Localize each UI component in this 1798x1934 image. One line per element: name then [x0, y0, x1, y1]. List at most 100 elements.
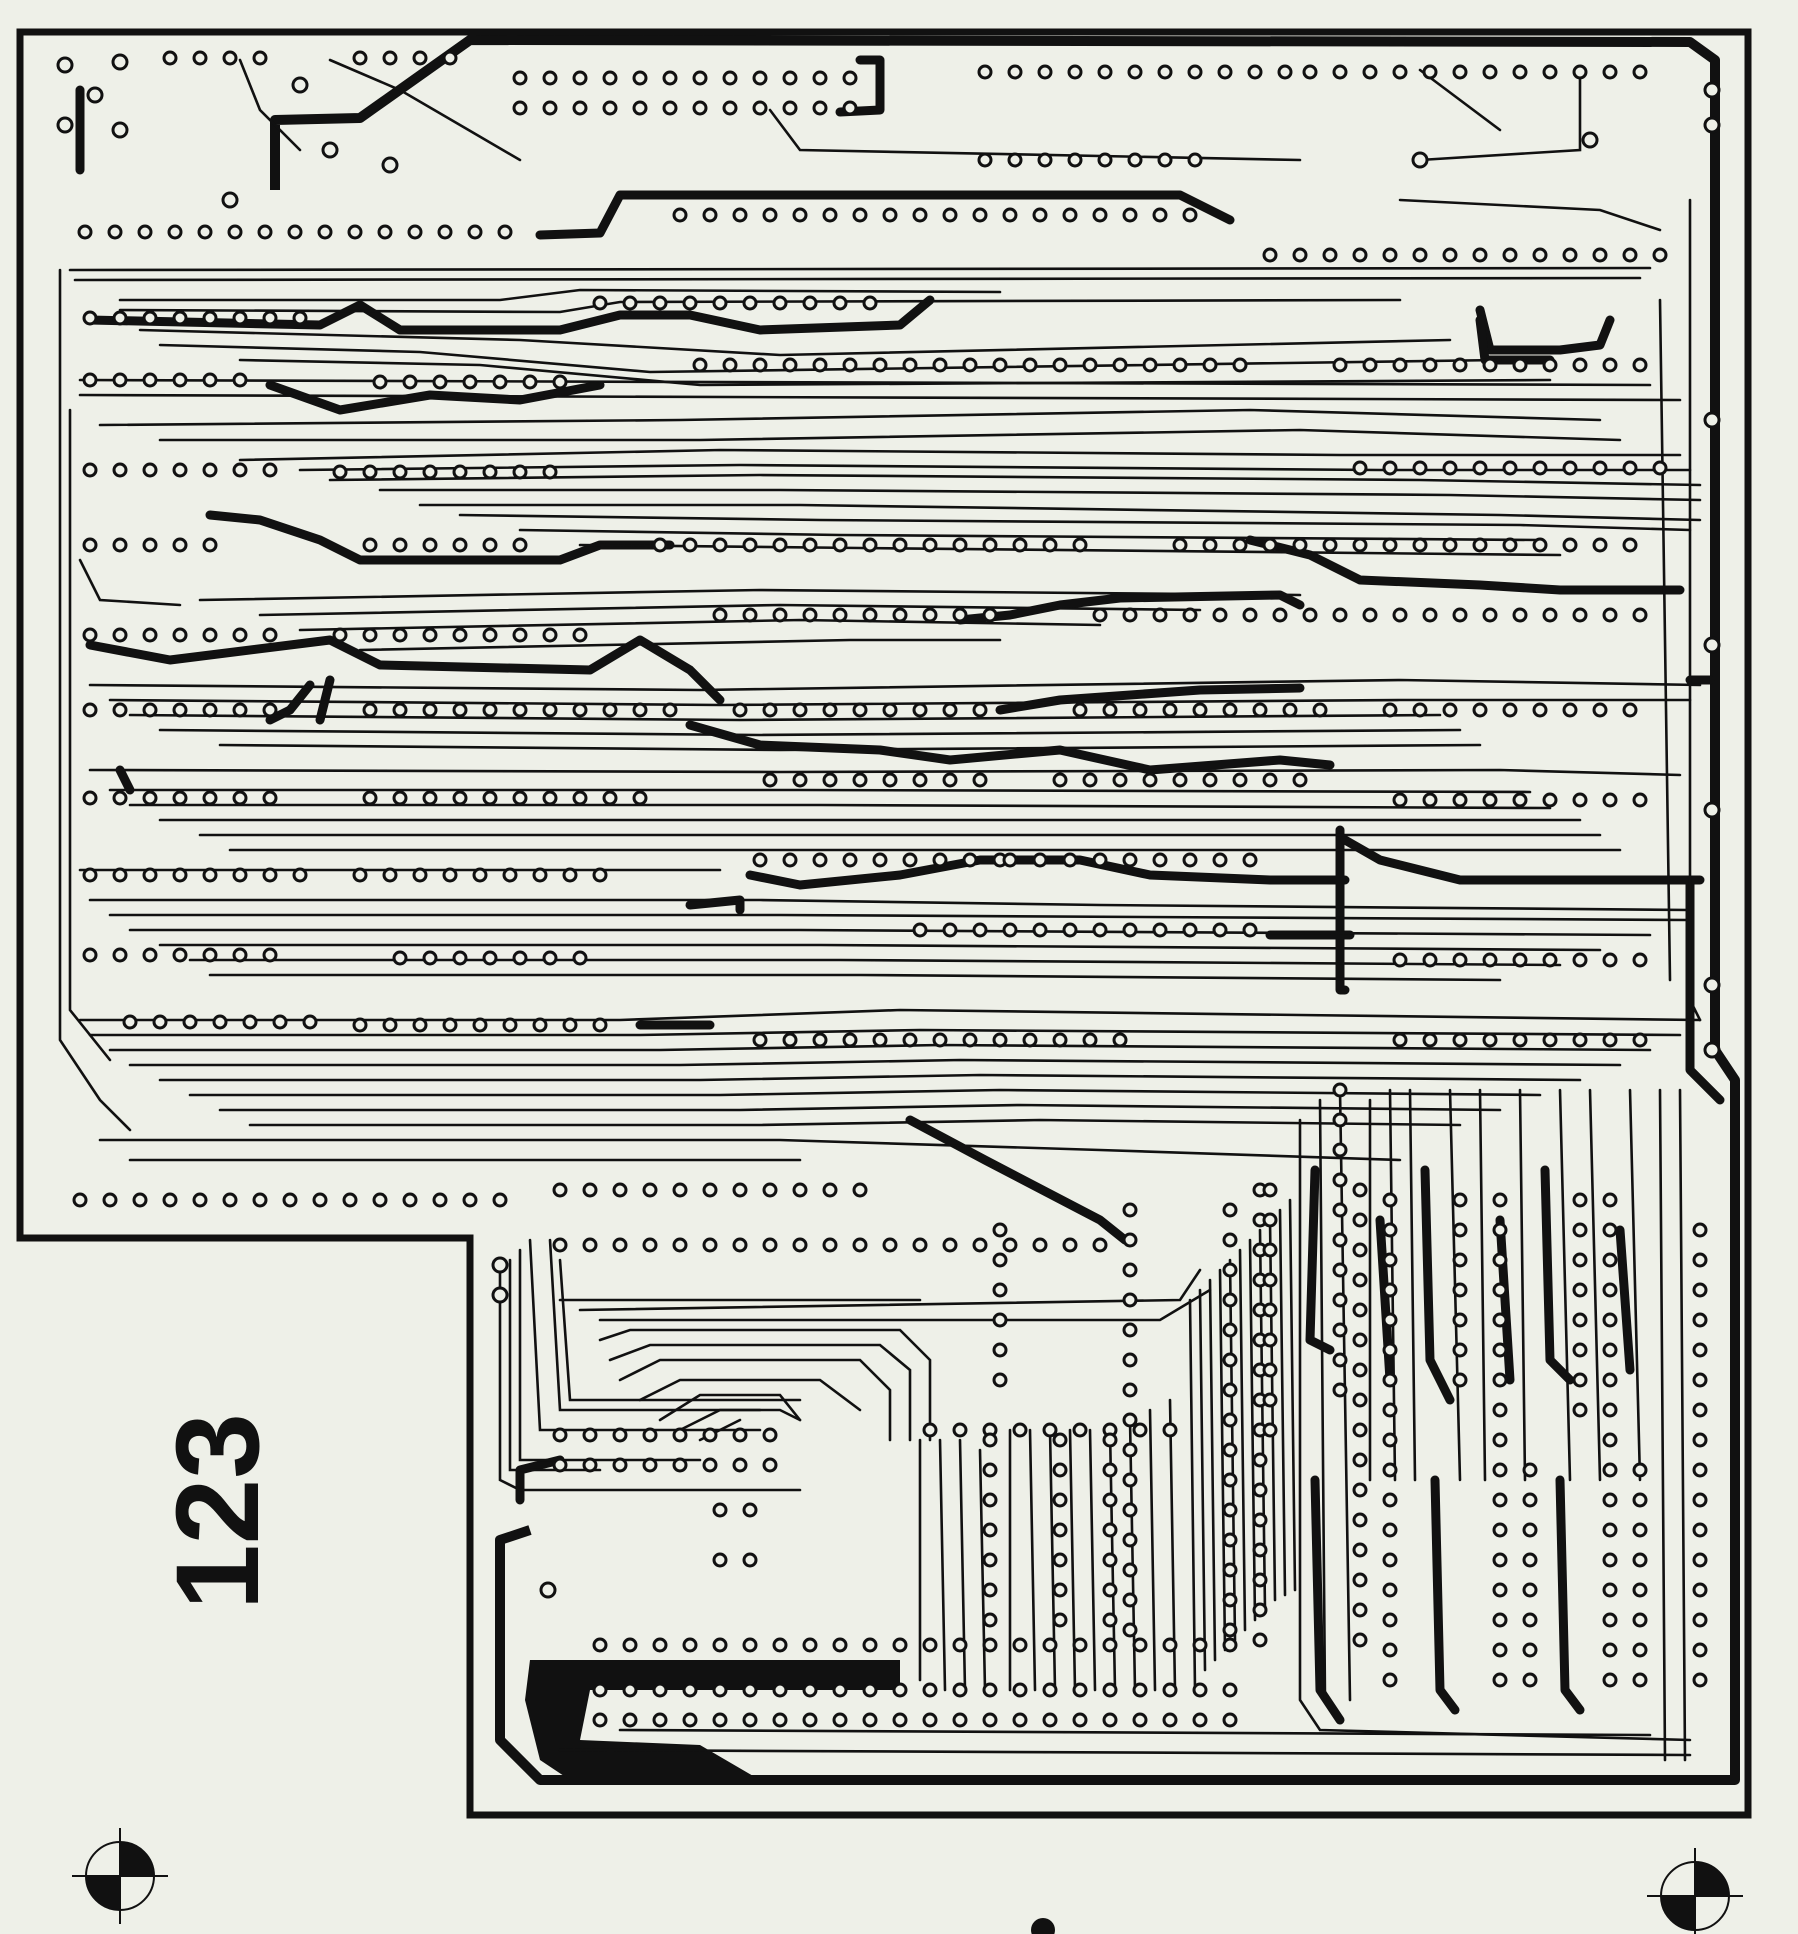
pad: [497, 224, 513, 240]
pad: [292, 310, 308, 326]
pad: [1097, 64, 1113, 80]
pad: [542, 790, 558, 806]
pad: [1112, 772, 1128, 788]
pad: [1112, 1032, 1128, 1048]
pad: [1632, 792, 1648, 808]
pad: [1452, 1312, 1468, 1328]
pad: [1602, 1492, 1618, 1508]
pad: [1382, 1642, 1398, 1658]
pad: [642, 1457, 658, 1473]
pad: [1542, 792, 1558, 808]
pad: [1452, 792, 1468, 808]
pad: [1382, 537, 1398, 553]
pad: [317, 224, 333, 240]
pad: [712, 1552, 728, 1568]
pad: [1492, 1612, 1508, 1628]
pad: [122, 1014, 138, 1030]
pad: [392, 950, 408, 966]
pad: [392, 790, 408, 806]
pad: [572, 100, 588, 116]
pad: [112, 947, 128, 963]
pad: [622, 1682, 638, 1698]
pad: [1232, 772, 1248, 788]
pad: [1052, 1552, 1068, 1568]
pad: [1522, 1672, 1538, 1688]
pad: [232, 867, 248, 883]
pad: [1512, 952, 1528, 968]
pad: [1222, 1532, 1238, 1548]
pad: [1232, 537, 1248, 553]
pad: [172, 627, 188, 643]
pad: [1592, 702, 1608, 718]
pad: [1352, 1302, 1368, 1318]
pad: [392, 464, 408, 480]
pad: [732, 1427, 748, 1443]
pad: [192, 50, 208, 66]
pad: [802, 607, 818, 623]
pad: [1222, 1622, 1238, 1638]
pad: [992, 1252, 1008, 1268]
pad: [512, 950, 528, 966]
pad: [462, 1192, 478, 1208]
pad: [832, 607, 848, 623]
pad: [1492, 1642, 1508, 1658]
pad: [1572, 357, 1588, 373]
pad: [842, 1032, 858, 1048]
pad: [732, 1182, 748, 1198]
pad: [1632, 952, 1648, 968]
pad: [1602, 64, 1618, 80]
pad: [1352, 1332, 1368, 1348]
pad: [752, 70, 768, 86]
pad: [1492, 1342, 1508, 1358]
pad: [842, 70, 858, 86]
pad: [202, 372, 218, 388]
pad: [1172, 357, 1188, 373]
pad: [772, 537, 788, 553]
pad: [672, 207, 688, 223]
pad: [592, 1712, 608, 1728]
pad: [572, 70, 588, 86]
pad: [172, 310, 188, 326]
pad: [1222, 1637, 1238, 1653]
pad: [1122, 1262, 1138, 1278]
pad: [1382, 1192, 1398, 1208]
pad: [662, 100, 678, 116]
pad: [1602, 1462, 1618, 1478]
pad: [1122, 1532, 1138, 1548]
pad: [1492, 1402, 1508, 1418]
pad: [1602, 1342, 1618, 1358]
pad: [1452, 1222, 1468, 1238]
pad: [1012, 1712, 1028, 1728]
pad: [1102, 1637, 1118, 1653]
pad: [137, 224, 153, 240]
pad: [1332, 1322, 1348, 1338]
pad: [702, 1457, 718, 1473]
pad: [1132, 1422, 1148, 1438]
pad: [902, 852, 918, 868]
thick-bus-traces: [75, 55, 1725, 1725]
pad: [752, 357, 768, 373]
pad: [582, 1427, 598, 1443]
pad: [702, 1182, 718, 1198]
pad: [1122, 1622, 1138, 1638]
pad: [532, 1017, 548, 1033]
pad: [832, 1712, 848, 1728]
pad: [952, 1712, 968, 1728]
pad: [882, 1237, 898, 1253]
pad: [1132, 702, 1148, 718]
pad: [192, 1192, 208, 1208]
pad: [1052, 772, 1068, 788]
pad: [232, 372, 248, 388]
pad: [1572, 792, 1588, 808]
pad: [1692, 1282, 1708, 1298]
pad: [422, 627, 438, 643]
pad: [1092, 922, 1108, 938]
pad: [672, 1237, 688, 1253]
pad: [1042, 1422, 1058, 1438]
pad: [1162, 1422, 1178, 1438]
pad: [652, 1637, 668, 1653]
pad: [1602, 1282, 1618, 1298]
pad: [652, 1712, 668, 1728]
pad: [1332, 1172, 1348, 1188]
pad: [1122, 1412, 1138, 1428]
